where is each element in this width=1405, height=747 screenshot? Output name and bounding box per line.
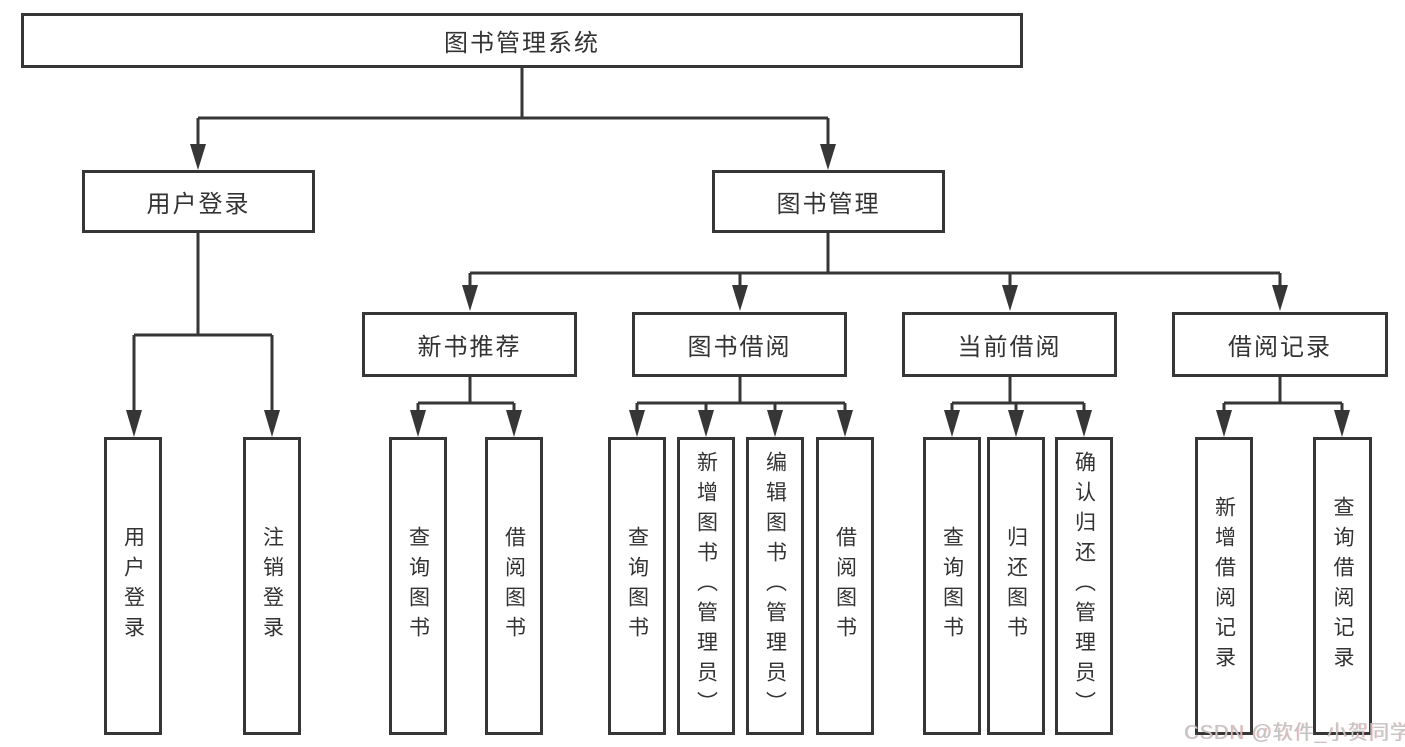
node-book-borrow: 图书借阅 [632, 312, 847, 377]
node-label: 归还图书 [1004, 526, 1028, 646]
node-book-management: 图书管理 [712, 170, 945, 233]
node-label: 图书管理系统 [444, 30, 600, 57]
node-label: 用户登录 [146, 191, 251, 218]
node-add-books-admin: 新增图书（管理员） [677, 437, 735, 735]
arrowhead [190, 144, 206, 170]
arrowhead [629, 410, 645, 437]
connector-current-borrow-branch [950, 377, 1086, 412]
node-newbook-borrow-books: 借阅图书 [485, 437, 543, 735]
connector-borrow-records-branch [1222, 377, 1344, 412]
node-label: 确认归还（管理员） [1072, 451, 1096, 721]
node-user-login: 用户登录 [82, 170, 315, 233]
node-borrow-books-leaf: 借阅图书 [816, 437, 874, 735]
arrowhead [767, 410, 783, 437]
node-label: 编辑图书（管理员） [763, 451, 787, 721]
connector-book-mgmt-branch [468, 233, 1282, 287]
arrowhead [1002, 285, 1018, 311]
arrowhead [462, 285, 478, 311]
arrowhead [820, 144, 836, 170]
node-logout-leaf: 注销登录 [243, 437, 301, 735]
node-label: 查询图书 [406, 526, 430, 646]
node-borrow-query-books: 查询图书 [608, 437, 666, 735]
node-edit-books-admin: 编辑图书（管理员） [746, 437, 804, 735]
node-label: 图书管理 [776, 191, 881, 218]
node-label: 当前借阅 [957, 334, 1062, 361]
node-borrow-records: 借阅记录 [1172, 312, 1388, 377]
node-confirm-return-admin: 确认归还（管理员） [1055, 437, 1113, 735]
node-newbook-query-books: 查询图书 [389, 437, 447, 735]
node-current-borrow: 当前借阅 [902, 312, 1117, 377]
node-query-borrow-record: 查询借阅记录 [1313, 437, 1372, 735]
arrowhead [1272, 285, 1288, 311]
connector-paths [132, 68, 1344, 412]
arrowhead [264, 410, 280, 437]
watermark: CSDN @软件_小贺同学 [1184, 722, 1405, 744]
node-current-query-books: 查询图书 [923, 437, 981, 735]
node-library-system: 图书管理系统 [21, 13, 1023, 68]
arrowhead [1216, 410, 1232, 437]
arrowhead [1334, 410, 1350, 437]
arrowhead [1008, 410, 1024, 437]
arrowhead [506, 410, 522, 437]
node-add-borrow-record: 新增借阅记录 [1195, 437, 1253, 735]
connector-new-books-branch [416, 377, 516, 412]
arrowhead [944, 410, 960, 437]
node-label: 图书借阅 [687, 334, 792, 361]
node-label: 注销登录 [260, 526, 284, 646]
node-label: 用户登录 [121, 526, 145, 646]
arrowhead [410, 410, 426, 437]
arrowhead [837, 410, 853, 437]
node-label: 新书推荐 [417, 334, 522, 361]
node-label: 查询借阅记录 [1331, 496, 1354, 676]
connector-book-borrow-branch [635, 377, 847, 412]
arrowhead [732, 285, 748, 311]
node-new-book-recommend: 新书推荐 [362, 312, 577, 377]
connector-user-login-branch [132, 233, 274, 412]
arrowhead [126, 410, 142, 437]
node-label: 借阅图书 [833, 526, 857, 646]
node-label: 借阅记录 [1228, 334, 1332, 361]
node-label: 查询图书 [625, 526, 649, 646]
node-label: 新增借阅记录 [1212, 496, 1236, 676]
node-user-login-leaf: 用户登录 [104, 437, 162, 735]
arrowheads [126, 144, 1350, 437]
node-return-books: 归还图书 [987, 437, 1045, 735]
connector-root-to-level2 [196, 68, 830, 146]
node-label: 查询图书 [940, 526, 964, 646]
arrowhead [698, 410, 714, 437]
node-label: 新增图书（管理员） [694, 451, 718, 721]
arrowhead [1076, 410, 1092, 437]
node-label: 借阅图书 [502, 526, 526, 646]
